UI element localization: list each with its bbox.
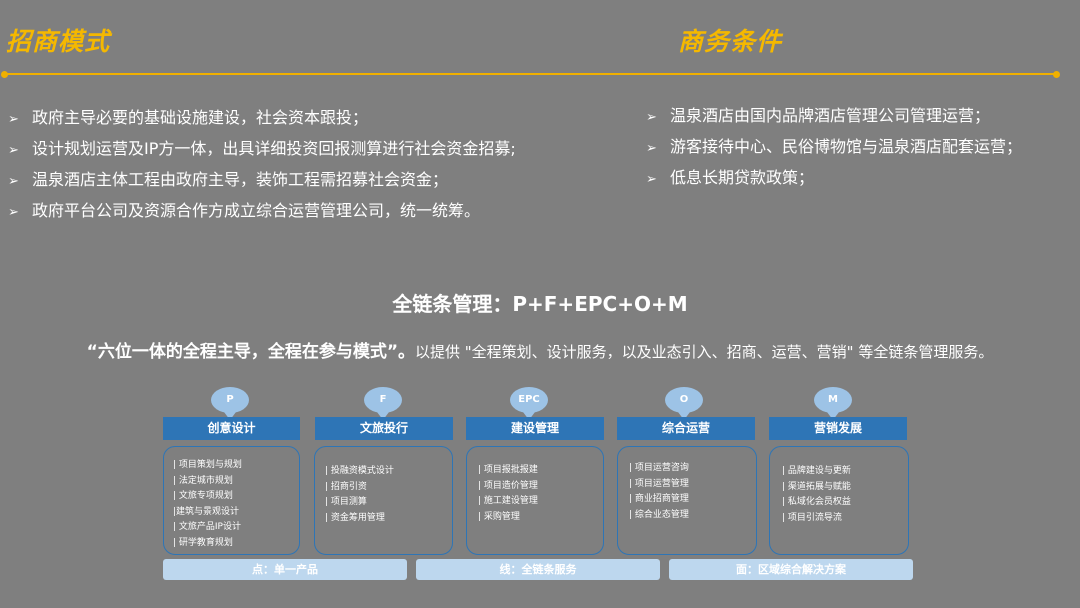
list-item: | 品牌建设与更新 <box>782 466 851 476</box>
box-cultural-investment: | 投融资模式设计 | 招商引资 | 项目测算 | 资金筹用管理 <box>314 446 453 555</box>
list-item: | 招商引资 <box>325 481 367 492</box>
arrow-bullet-icon: ➢ <box>8 143 19 158</box>
list-item: | 项目引流导流 <box>782 512 842 523</box>
box-integrated-operation: | 项目运营咨询 | 项目运营管理 | 商业招商管理 | 综合业态管理 <box>617 446 757 555</box>
arrow-bullet-icon: ➢ <box>8 205 19 220</box>
list-item: ➢温泉酒店由国内品牌酒店管理公司管理运营； <box>646 100 1022 131</box>
bar-marketing-development: 营销发展 <box>769 417 907 440</box>
list-item: ➢温泉酒店主体工程由政府主导，装饰工程需招募社会资金； <box>8 164 516 195</box>
list-item: | 综合业态管理 <box>629 509 689 520</box>
business-conditions-list: ➢温泉酒店由国内品牌酒店管理公司管理运营； ➢游客接待中心、民俗博物馆与温泉酒店… <box>646 100 1022 193</box>
list-item: | 法定城市规划 <box>173 475 233 486</box>
bar-cultural-investment: 文旅投行 <box>315 417 453 440</box>
list-item: | 项目运营管理 <box>629 478 689 489</box>
list-item: ➢低息长期贷款政策； <box>646 162 1022 193</box>
list-item: | 项目造价管理 <box>478 480 538 491</box>
arrow-bullet-icon: ➢ <box>646 141 657 156</box>
list-item: | 资金筹用管理 <box>325 512 385 523</box>
list-item: | 渠道拓展与赋能 <box>782 481 851 492</box>
list-item: | 商业招商管理 <box>629 494 689 504</box>
box-construction-management: | 项目报批报建 | 项目造价管理 | 施工建设管理 | 采购管理 <box>466 446 604 555</box>
list-item: | 项目报批报建 <box>478 465 538 475</box>
list-item: | 研学教育规划 <box>173 537 233 548</box>
title-business-model: 招商模式 <box>6 27 111 56</box>
list-item: ➢设计规划运营及IP方一体，出具详细投资回报测算进行社会资金招募; <box>8 133 516 164</box>
list-item: | 采购管理 <box>478 511 520 522</box>
box-creative-design: | 项目策划与规划 | 法定城市规划 | 文旅专项规划 |建筑与景观设计 | 文… <box>163 446 300 555</box>
list-item: | 私域化会员权益 <box>782 497 851 507</box>
divider-dot-right <box>1053 71 1060 78</box>
badge-f: F <box>364 387 402 420</box>
description-strong: “六位一体的全程主导，全程在参与模式”。 <box>86 342 415 362</box>
description-rest: 以提供 "全程策划、设计服务，以及业态引入、招商、运营、营销" 等全链条管理服务… <box>415 343 994 361</box>
list-item: | 投融资模式设计 <box>325 466 394 476</box>
full-chain-headline: 全链条管理：P+F+EPC+O+M <box>392 292 688 316</box>
badge-p: P <box>211 387 249 420</box>
title-business-conditions: 商务条件 <box>678 27 783 56</box>
bottom-bar-point: 点：单一产品 <box>163 559 407 580</box>
bar-integrated-operation: 综合运营 <box>617 417 755 440</box>
arrow-bullet-icon: ➢ <box>646 172 657 187</box>
list-item: ➢政府主导必要的基础设施建设，社会资本跟投； <box>8 102 516 133</box>
list-item: ➢游客接待中心、民俗博物馆与温泉酒店配套运营； <box>646 131 1022 162</box>
box-marketing-development: | 品牌建设与更新 | 渠道拓展与赋能 | 私域化会员权益 | 项目引流导流 <box>769 446 909 555</box>
badge-epc: EPC <box>510 387 548 420</box>
list-item: | 文旅专项规划 <box>173 491 233 501</box>
list-item: | 项目测算 <box>325 497 367 507</box>
divider-dot-left <box>1 71 8 78</box>
list-item: | 项目策划与规划 <box>173 460 242 470</box>
badge-o: O <box>665 387 703 420</box>
bar-creative-design: 创意设计 <box>163 417 300 440</box>
arrow-bullet-icon: ➢ <box>8 112 19 127</box>
bar-construction-management: 建设管理 <box>466 417 604 440</box>
arrow-bullet-icon: ➢ <box>646 110 657 125</box>
list-item: | 文旅产品IP设计 <box>173 522 241 532</box>
business-model-list: ➢政府主导必要的基础设施建设，社会资本跟投； ➢设计规划运营及IP方一体，出具详… <box>8 102 516 226</box>
arrow-bullet-icon: ➢ <box>8 174 19 189</box>
full-chain-description: “六位一体的全程主导，全程在参与模式”。以提供 "全程策划、设计服务，以及业态引… <box>0 337 1080 362</box>
list-item: | 施工建设管理 <box>478 496 538 506</box>
list-item: | 项目运营咨询 <box>629 463 689 473</box>
list-item: ➢政府平台公司及资源合作方成立综合运营管理公司，统一统筹。 <box>8 195 516 226</box>
list-item: |建筑与景观设计 <box>173 506 240 517</box>
badge-m: M <box>814 387 852 420</box>
divider-line <box>4 73 1056 75</box>
bottom-bar-area: 面：区域综合解决方案 <box>669 559 913 580</box>
bottom-bar-line: 线：全链条服务 <box>416 559 660 580</box>
